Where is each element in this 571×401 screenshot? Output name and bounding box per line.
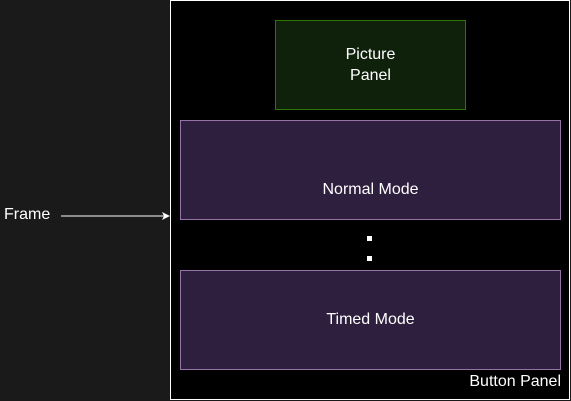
button-panel-label: Button Panel [469,373,561,390]
picture-panel-label-line2: Panel [350,67,391,84]
normal-mode-box: Normal Mode [180,120,561,220]
picture-panel-label-line1: Picture [345,46,396,63]
picture-panel-label: Picture Panel [326,44,416,86]
picture-panel: Picture Panel [275,20,466,110]
normal-mode-label: Normal Mode [322,181,419,198]
frame-label: Frame [4,206,51,223]
ellipsis-dot [367,256,372,261]
timed-mode-box: Timed Mode [180,270,561,370]
ellipsis-dot [367,236,372,241]
arrow-head-icon [162,212,170,220]
timed-mode-label: Timed Mode [326,311,415,328]
